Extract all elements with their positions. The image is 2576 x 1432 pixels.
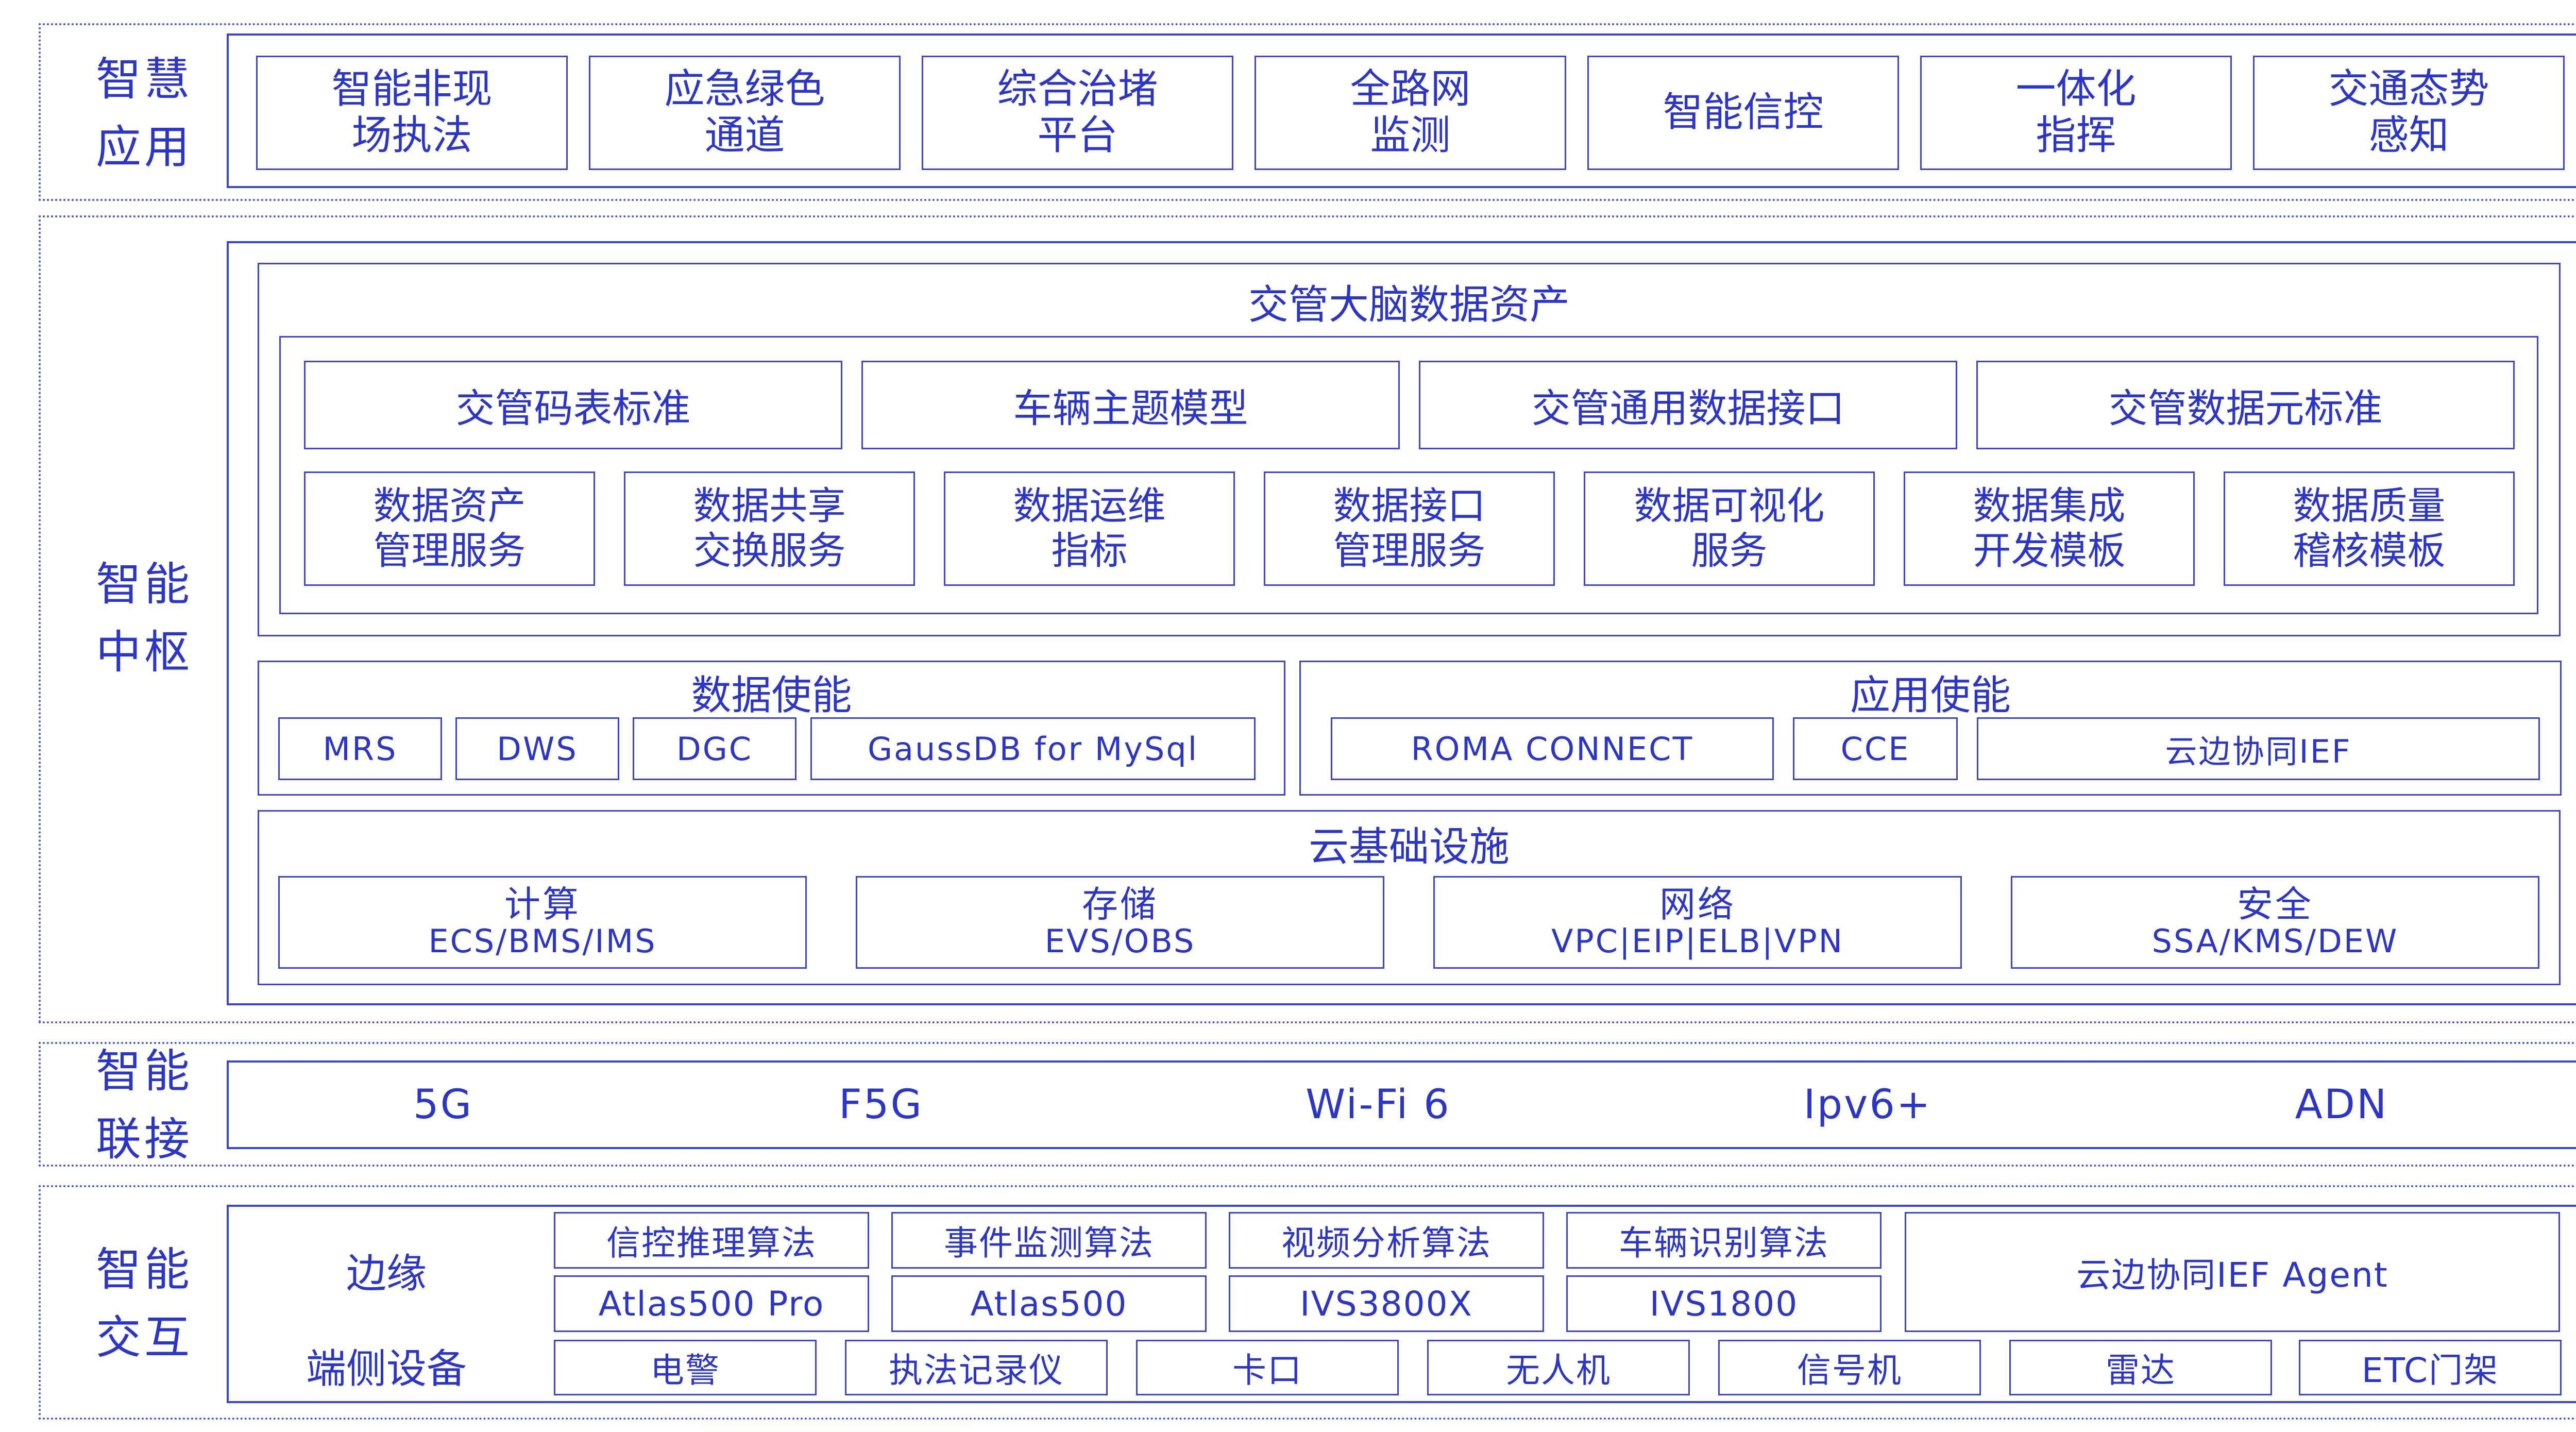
layer-smart-interact <box>39 1185 2576 1420</box>
device-box: 信号机 <box>1718 1340 1981 1395</box>
edge-algorithm-box: 事件监测算法 <box>891 1212 1207 1269</box>
edge-hardware-box: IVS3800X <box>1229 1275 1544 1332</box>
app-box: 一体化 指挥 <box>1920 56 2232 170</box>
data-service-box: 数据共享 交换服务 <box>624 471 915 586</box>
infra-item-name: 存储 <box>1082 883 1158 926</box>
edge-hardware-box: Atlas500 <box>891 1275 1207 1332</box>
edge-algorithm-box: 视频分析算法 <box>1229 1212 1544 1269</box>
data-service-box: 数据接口 管理服务 <box>1264 471 1555 586</box>
infra-item: 网络 VPC|EIP|ELB|VPN <box>1433 876 1962 969</box>
connectivity-item: Wi-Fi 6 <box>1306 1082 1451 1128</box>
infra-item: 存储 EVS/OBS <box>856 876 1384 969</box>
app-box: 智能信控 <box>1587 56 1899 170</box>
data-standard-box: 车辆主题模型 <box>861 361 1400 449</box>
data-enable-item: GaussDB for MySql <box>810 717 1256 780</box>
data-service-box: 数据资产 管理服务 <box>304 471 595 586</box>
data-assets-title: 交管大脑数据资产 <box>1248 282 1570 328</box>
app-enable-title: 应用使能 <box>1850 672 2011 719</box>
data-service-box: 数据运维 指标 <box>944 471 1235 586</box>
connectivity-item: Ipv6+ <box>1803 1082 1932 1128</box>
app-box: 综合治堵 平台 <box>922 56 1233 170</box>
data-standard-box: 交管通用数据接口 <box>1419 361 1957 449</box>
layer-smart-connect <box>39 1042 2576 1167</box>
infra-item-name: 安全 <box>2237 883 2313 926</box>
data-enable-item: DGC <box>633 717 796 780</box>
infra-item-detail: SSA/KMS/DEW <box>2151 922 2399 960</box>
app-enable-item: CCE <box>1793 717 1958 780</box>
infra-item-detail: VPC|EIP|ELB|VPN <box>1551 922 1844 960</box>
connectivity-item: ADN <box>2295 1082 2388 1128</box>
layer-label-smart-connect: 智能 联接 <box>95 1044 193 1166</box>
devices-label: 端侧设备 <box>306 1346 467 1392</box>
edge-algorithm-box: 车辆识别算法 <box>1566 1212 1882 1269</box>
infra-item-name: 计算 <box>504 883 581 926</box>
device-box: 卡口 <box>1136 1340 1399 1395</box>
infra-title: 云基础设施 <box>1308 824 1510 870</box>
data-service-box: 数据质量 稽核模板 <box>2224 471 2515 586</box>
edge-hardware-box: Atlas500 Pro <box>554 1275 869 1332</box>
app-box: 应急绿色 通道 <box>589 56 901 170</box>
device-box: ETC门架 <box>2299 1340 2562 1395</box>
edge-label: 边缘 <box>346 1251 427 1297</box>
layer-label-smart-hub: 智能 中枢 <box>95 558 193 679</box>
app-box: 智能非现 场执法 <box>256 56 568 170</box>
edge-agent-box: 云边协同IEF Agent <box>1905 1212 2560 1332</box>
infra-item: 计算 ECS/BMS/IMS <box>278 876 807 969</box>
app-box: 全路网 监测 <box>1255 56 1566 170</box>
infra-item-detail: EVS/OBS <box>1044 922 1196 960</box>
infra-item: 安全 SSA/KMS/DEW <box>2011 876 2539 969</box>
layer-label-smart-apps: 智慧 应用 <box>95 53 193 174</box>
edge-hardware-box: IVS1800 <box>1566 1275 1882 1332</box>
infra-item-detail: ECS/BMS/IMS <box>428 922 657 960</box>
edge-algorithm-box: 信控推理算法 <box>554 1212 869 1269</box>
device-box: 执法记录仪 <box>845 1340 1108 1395</box>
device-box: 无人机 <box>1427 1340 1690 1395</box>
data-service-box: 数据可视化 服务 <box>1584 471 1875 586</box>
connectivity-panel <box>227 1060 2576 1149</box>
app-enable-item: 云边协同IEF <box>1977 717 2540 780</box>
data-service-box: 数据集成 开发模板 <box>1904 471 2195 586</box>
app-box: 交通态势 感知 <box>2253 56 2565 170</box>
layer-label-smart-interact: 智能 交互 <box>95 1243 193 1364</box>
data-enable-item: DWS <box>455 717 619 780</box>
app-enable-item: ROMA CONNECT <box>1331 717 1774 780</box>
data-standard-box: 交管码表标准 <box>304 361 842 449</box>
device-box: 雷达 <box>2009 1340 2272 1395</box>
data-enable-title: 数据使能 <box>691 672 852 719</box>
layer-smart-hub <box>39 215 2576 1023</box>
connectivity-item: F5G <box>839 1082 923 1128</box>
connectivity-item: 5G <box>413 1082 473 1128</box>
data-enable-item: MRS <box>278 717 442 780</box>
layer-smart-apps <box>39 23 2576 201</box>
infra-item-name: 网络 <box>1659 883 1736 926</box>
device-box: 电警 <box>554 1340 817 1395</box>
data-standard-box: 交管数据元标准 <box>1976 361 2515 449</box>
